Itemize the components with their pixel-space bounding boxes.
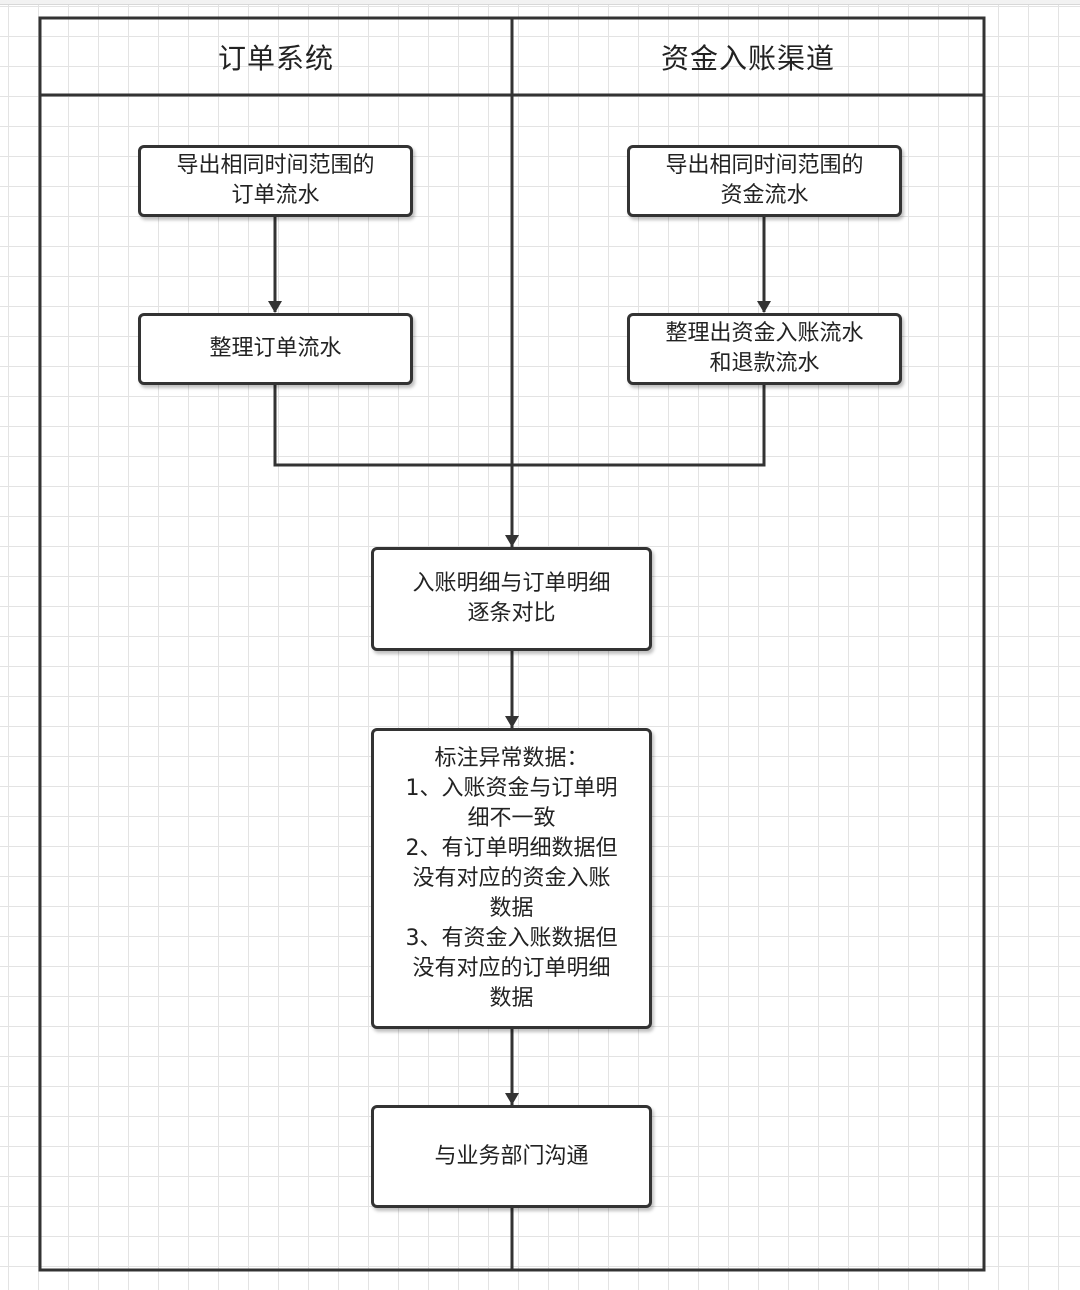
node-text-line: 数据 bbox=[489, 895, 534, 921]
node-text-line: 与业务部门沟通 bbox=[434, 1143, 589, 1169]
node-text-line: 资金流水 bbox=[720, 183, 809, 208]
node-text-line: 1、入账资金与订单明 bbox=[405, 775, 618, 801]
process-compare-details: 入账明细与订单明细逐条对比 bbox=[371, 547, 652, 651]
node-text-line: 导出相同时间范围的 bbox=[176, 153, 375, 178]
process-communicate-business: 与业务部门沟通 bbox=[371, 1105, 652, 1208]
node-text-line: 3、有资金入账数据但 bbox=[405, 925, 618, 951]
node-text-line: 订单流水 bbox=[231, 183, 320, 208]
process-mark-abnormal-data: 标注异常数据： 1、入账资金与订单明细不一致 2、有订单明细数据但没有对应的资金入账… bbox=[371, 728, 652, 1029]
node-text-line: 没有对应的订单明细 bbox=[412, 955, 611, 981]
node-text-line: 数据 bbox=[489, 985, 534, 1011]
top-toolbar-strip bbox=[0, 0, 1080, 5]
node-text-line: 整理出资金入账流水 bbox=[665, 321, 864, 346]
process-sort-order-flow: 整理订单流水 bbox=[138, 313, 413, 385]
lane-title-fund-channel: 资金入账渠道 bbox=[660, 41, 835, 75]
node-text-line: 没有对应的资金入账 bbox=[412, 865, 611, 891]
node-text-line: 和退款流水 bbox=[709, 351, 820, 376]
process-export-order-flow: 导出相同时间范围的订单流水 bbox=[138, 145, 413, 217]
node-text-line: 逐条对比 bbox=[467, 601, 556, 626]
node-text-line: 标注异常数据： bbox=[434, 745, 589, 771]
lane-title-order-system: 订单系统 bbox=[217, 41, 334, 75]
node-text-line: 导出相同时间范围的 bbox=[665, 153, 864, 178]
node-text-line: 细不一致 bbox=[467, 805, 556, 831]
node-text-line: 入账明细与订单明细 bbox=[412, 571, 611, 596]
merge-connector bbox=[273, 384, 766, 467]
process-sort-fund-flow: 整理出资金入账流水和退款流水 bbox=[627, 313, 902, 385]
process-export-fund-flow: 导出相同时间范围的资金流水 bbox=[627, 145, 902, 217]
node-text-line: 整理订单流水 bbox=[209, 336, 342, 361]
node-text-line: 2、有订单明细数据但 bbox=[405, 835, 618, 861]
